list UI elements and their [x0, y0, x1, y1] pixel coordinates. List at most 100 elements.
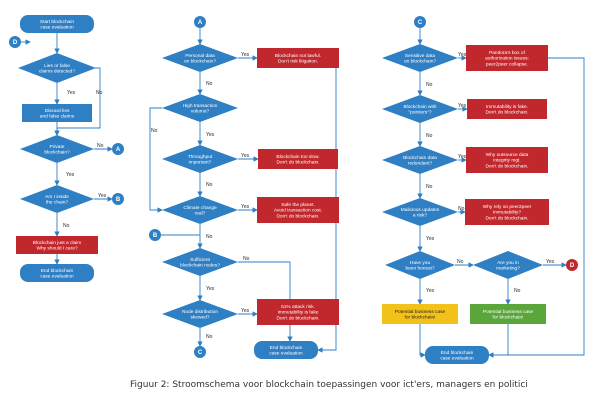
edge-line: [149, 107, 163, 213]
edge-label: No: [458, 206, 465, 212]
node-text-line: Am I inside: [45, 194, 69, 200]
edge-e_pointers_immut: Yes: [458, 103, 468, 112]
node-text-line: Start blockchain: [40, 19, 74, 25]
node-text-line: Don't do blockchain.: [276, 160, 319, 166]
edge-label: No: [457, 259, 464, 265]
edge-e_sensitive_pointers: No: [417, 72, 433, 96]
node-peer: Why rely on peer2peerimmutability?Don't …: [465, 199, 549, 225]
node-text-line: on blockchain?: [404, 59, 436, 65]
edge-e_redundant_malicious: No: [417, 174, 433, 199]
node-immut: Immutability is fake.Don't do blockchain…: [467, 99, 547, 119]
edge-e_personal_hightx: No: [197, 72, 213, 95]
node-text-line: and false claims: [40, 114, 75, 120]
node-text-line: High transaction: [183, 103, 218, 109]
edge-e_honest_yellow: Yes: [417, 279, 435, 305]
edge-e_private_A: No: [94, 143, 113, 152]
process-shape: [257, 197, 339, 223]
process-shape: [470, 304, 546, 324]
edge-e_skewed_C: No: [197, 328, 213, 347]
terminal-shape: [20, 264, 94, 282]
node-text-line: case evaluation: [40, 25, 74, 31]
node-lawful: Blockchain not lawful.Don't risk litigat…: [257, 48, 339, 68]
decision-shape: [473, 251, 543, 279]
process-shape: [257, 299, 339, 325]
node-text-line: Malicious updates: [401, 207, 440, 213]
node-c_D1: D: [9, 36, 21, 48]
node-text-line: Private: [50, 144, 65, 150]
node-text-line: D: [570, 263, 575, 269]
connector-circle: [112, 193, 124, 205]
node-text-line: Don't do blockchain.: [485, 110, 528, 116]
node-text-line: Blockchain not lawful.: [275, 53, 321, 59]
edge-label: No: [243, 256, 250, 262]
edge-label: No: [206, 334, 213, 340]
process-shape: [466, 45, 548, 71]
node-text-line: case evaluation: [40, 274, 74, 280]
edge-label: Yes: [241, 153, 250, 159]
node-c_C1: C: [414, 16, 426, 28]
process-shape: [382, 304, 458, 324]
edge-label: Yes: [426, 236, 435, 242]
node-text-line: B: [153, 233, 158, 239]
node-text-line: Blockchain with: [403, 104, 436, 110]
node-text-line: End blockchain: [41, 268, 74, 274]
terminal-shape: [425, 346, 489, 364]
edge-label: No: [206, 234, 213, 240]
edge-e_malicious_peer: No: [458, 206, 466, 215]
connector-circle: [112, 143, 124, 155]
node-c_A1: A: [112, 143, 124, 155]
node-text-line: Avoid transaction cost.: [274, 208, 322, 214]
process-shape: [22, 104, 92, 122]
node-text-line: Don't risk litigation.: [278, 59, 318, 65]
edge-e_lies_discard: Yes: [54, 83, 76, 105]
node-text-line: real?: [195, 211, 206, 217]
edge-e_pointers_redundant: No: [417, 123, 433, 147]
edge-line: [488, 57, 585, 358]
node-text-line: Potential business case: [483, 309, 534, 315]
node-text-line: integrity mgt.: [493, 158, 520, 164]
node-text-line: Why rely on peer2peer: [483, 204, 532, 210]
node-c_B2: B: [149, 229, 161, 241]
decision-shape: [18, 53, 96, 83]
decision-shape: [382, 95, 458, 123]
node-text-line: been honest?: [405, 266, 434, 272]
decision-shape: [20, 135, 94, 163]
node-text-line: case evaluation: [269, 351, 303, 357]
node-text-line: Are you in: [497, 260, 519, 266]
node-text-line: claims detected?: [39, 69, 75, 75]
edge-e_pandora_end3: [488, 57, 585, 358]
node-text-line: Have you: [410, 260, 431, 266]
process-shape: [465, 199, 549, 225]
node-text-line: authorization issues:: [485, 56, 529, 62]
node-slow: Blockchain too slow.Don't do blockchain.: [258, 149, 338, 169]
edge-line: [238, 261, 293, 342]
node-text-line: Node distribution: [182, 309, 218, 315]
node-text-line: Discard lies: [45, 108, 70, 114]
node-text-line: Potential business case: [395, 309, 446, 315]
edge-e_malicious_honest: Yes: [417, 226, 435, 252]
node-text-line: Blockchain too slow.: [276, 154, 319, 160]
connector-circle: [149, 229, 161, 241]
node-text-line: D: [13, 40, 18, 46]
process-shape: [466, 147, 548, 173]
node-text-line: for blockchain!: [405, 315, 436, 321]
node-text-line: blockchain?: [44, 150, 70, 156]
edge-label: No: [206, 81, 213, 87]
node-text-line: skewed?: [191, 315, 210, 321]
node-text-line: Throughput: [188, 154, 213, 160]
node-text-line: A: [116, 147, 121, 153]
edge-e_climate_nodes: No: [197, 224, 213, 249]
edge-label: Yes: [241, 204, 250, 210]
edge-e_nodes_end2: No: [238, 256, 293, 342]
edge-label: No: [426, 184, 433, 190]
